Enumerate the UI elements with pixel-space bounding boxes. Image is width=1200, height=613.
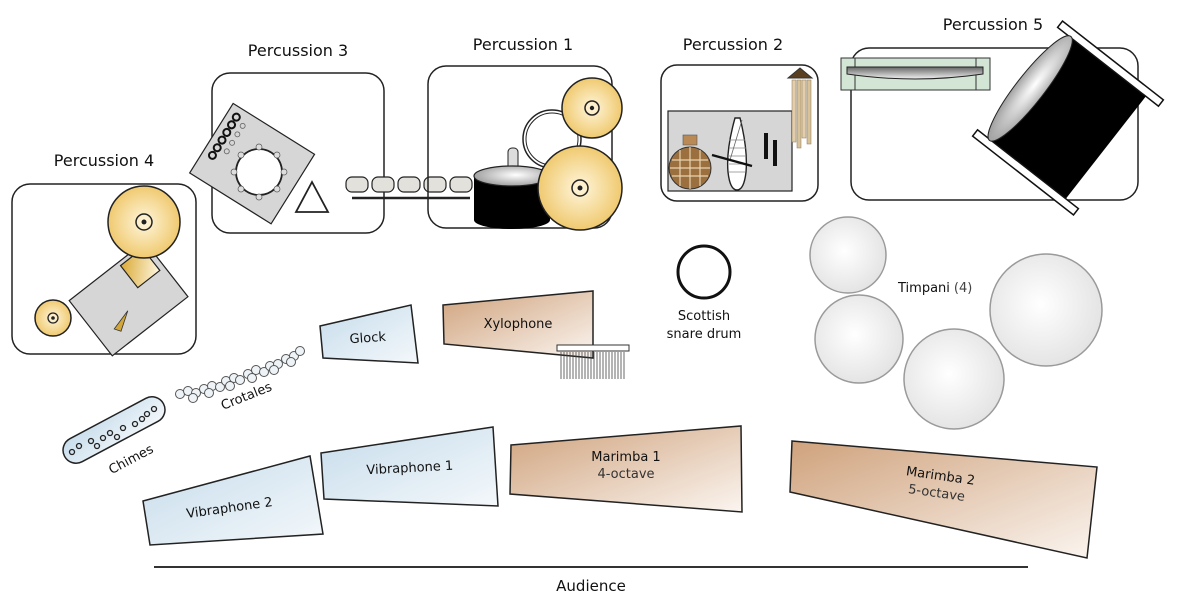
timpani-drum xyxy=(814,294,904,384)
sleigh-bells-icon xyxy=(207,112,246,160)
xylophone: Xylophone xyxy=(442,290,630,379)
percussion-3-label: Percussion 3 xyxy=(248,41,348,60)
marimba-1-shape xyxy=(509,425,743,513)
timpani-name: Timpani xyxy=(897,281,950,296)
percussion-1-label: Percussion 1 xyxy=(473,35,573,54)
shekere-icon xyxy=(668,134,712,190)
timpani-drum xyxy=(809,216,887,294)
guiro-icon xyxy=(711,117,753,191)
vibraphone-1-shape xyxy=(320,426,499,507)
glockenspiel: Glock xyxy=(319,304,419,364)
percussion-4-station: Percussion 4 xyxy=(11,151,197,357)
xylophone-label: Xylophone xyxy=(484,317,553,332)
crotales: Crotales xyxy=(175,346,305,414)
scottish-snare-drum: Scottish snare drum xyxy=(667,244,742,342)
timpani-group: Timpani (4) xyxy=(809,216,1103,430)
percussion-5-station: Percussion 5 xyxy=(840,15,1165,216)
marimba-1-label: Marimba 1 xyxy=(591,450,660,465)
thunder-sheet-icon xyxy=(840,57,991,91)
mark-tree-icon xyxy=(556,344,630,379)
snare-drum-icon xyxy=(676,244,732,300)
chimes-shape xyxy=(62,396,166,464)
timpani-drum xyxy=(903,328,1005,430)
snare-drum-icon xyxy=(473,147,551,229)
timpani-drum xyxy=(989,253,1103,367)
audience-label: Audience xyxy=(556,577,626,595)
timpani-label: Timpani (4) xyxy=(897,281,972,296)
crash-cymbal-large xyxy=(537,145,623,231)
percussion-1-station: Percussion 1 xyxy=(427,35,623,231)
marimba-1: Marimba 1 4-octave xyxy=(509,425,743,513)
marimba-2-shape xyxy=(789,440,1098,559)
marimba-2: Marimba 2 5-octave xyxy=(789,440,1098,559)
chime-tubes xyxy=(68,405,158,456)
suspended-cymbal-large xyxy=(107,185,181,259)
tambourine-icon xyxy=(230,143,288,201)
whip-icon xyxy=(113,310,129,332)
percussion-2-label: Percussion 2 xyxy=(683,35,783,54)
scottish-snare-label-line2: snare drum xyxy=(667,327,742,342)
temple-blocks xyxy=(345,176,473,200)
crash-cymbal-small xyxy=(561,77,623,139)
claves-icon xyxy=(764,133,777,166)
marimba-1-range: 4-octave xyxy=(597,467,654,482)
xylophone-shape xyxy=(442,290,594,359)
vibraphone-1: Vibraphone 1 xyxy=(320,426,499,507)
wind-chimes-icon xyxy=(786,67,814,149)
glock-label: Glock xyxy=(349,330,387,348)
percussion-4-label: Percussion 4 xyxy=(54,151,154,170)
percussion-5-label: Percussion 5 xyxy=(943,15,1043,34)
percussion-3-station: Percussion 3 xyxy=(188,41,385,234)
vibraphone-2-shape xyxy=(142,455,324,546)
glock-shape xyxy=(319,304,419,364)
vibraphone-1-label: Vibraphone 1 xyxy=(366,459,454,479)
chimes: Chimes xyxy=(62,396,166,478)
timpani-count: (4) xyxy=(954,281,972,296)
triangle-icon xyxy=(294,180,330,213)
suspended-cymbal-small xyxy=(34,299,72,337)
scottish-snare-label-line1: Scottish xyxy=(678,309,730,324)
percussion-2-station: Percussion 2 xyxy=(660,35,819,202)
vibraphone-2: Vibraphone 2 xyxy=(142,455,324,546)
chimes-label: Chimes xyxy=(106,442,156,478)
bass-drum-icon xyxy=(971,20,1165,216)
